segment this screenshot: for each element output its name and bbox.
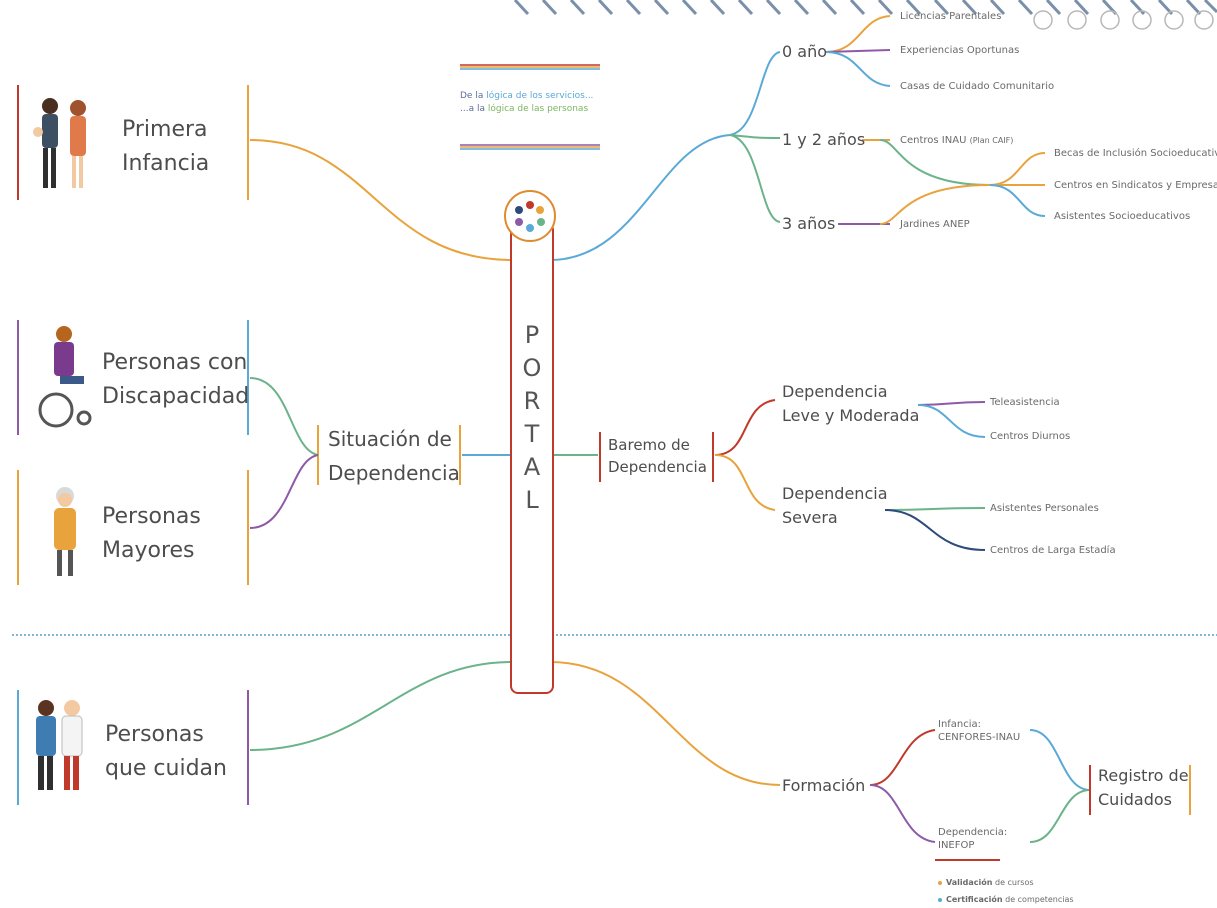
note-text-d: lógica de las personas xyxy=(487,104,589,114)
experiencias-item[interactable]: Experiencias Oportunas xyxy=(900,45,1020,56)
asistentes-personales-item[interactable]: Asistentes Personales xyxy=(990,503,1099,514)
label-line: Cuidados xyxy=(1098,790,1172,809)
label-line: Dependencia xyxy=(782,484,888,503)
item-note: (Plan CAIF) xyxy=(969,136,1014,145)
label-line: Personas xyxy=(105,722,204,747)
label-line: Primera xyxy=(122,117,208,142)
dependencia-formacion[interactable]: Dependencia: INEFOP xyxy=(938,826,1007,852)
discapacidad-label[interactable]: Personas con Discapacidad xyxy=(102,346,249,414)
logic-note: De la lógica de los servicios... ...a la… xyxy=(460,90,593,116)
sindicatos-item[interactable]: Centros en Sindicatos y Empresas xyxy=(1054,180,1217,191)
cuidan-label[interactable]: Personas que cuidan xyxy=(105,718,227,786)
label-line: Personas con xyxy=(102,350,248,375)
label-line: Registro de xyxy=(1098,766,1189,785)
label-line: Dependencia xyxy=(782,382,888,401)
item-rest: de cursos xyxy=(994,878,1034,887)
note-text-a: De la xyxy=(460,91,484,101)
portal-letter: R xyxy=(523,387,541,415)
dependencia-leve-label[interactable]: Dependencia Leve y Moderada xyxy=(782,380,919,428)
item-rest: de competencias xyxy=(1005,895,1074,904)
label-line: Personas xyxy=(102,504,201,529)
becas-item[interactable]: Becas de Inclusión Socioeducativa xyxy=(1054,148,1217,159)
portal-letter: L xyxy=(525,486,539,514)
centros-inau-item[interactable]: Centros INAU (Plan CAIF) xyxy=(900,134,1013,147)
portal-logo-icon[interactable] xyxy=(504,190,556,242)
portal-column[interactable]: P O R T A L xyxy=(510,222,554,694)
label-line: CENFORES-INAU xyxy=(938,732,1021,743)
certificacion-item[interactable]: Certificación de competencias xyxy=(946,894,1074,905)
age-3-label[interactable]: 3 años xyxy=(782,214,836,233)
item-text: Centros INAU xyxy=(900,135,967,146)
note-separator-bottom xyxy=(460,144,600,150)
caregivers-icon xyxy=(36,700,83,790)
label-line: Infancia: xyxy=(938,719,982,730)
label-line: Severa xyxy=(782,508,838,527)
larga-estadia-item[interactable]: Centros de Larga Estadía xyxy=(990,545,1116,556)
note-text-b: lógica de los servicios... xyxy=(486,91,594,101)
mayores-label[interactable]: Personas Mayores xyxy=(102,500,201,568)
portal-letters: P O R T A L xyxy=(512,319,552,517)
teleasistencia-item[interactable]: Teleasistencia xyxy=(990,397,1060,408)
asistentes-socio-item[interactable]: Asistentes Socioeducativos xyxy=(1054,211,1191,222)
label-line: Dependencia xyxy=(608,458,707,476)
registro-cuidados-label[interactable]: Registro de Cuidados xyxy=(1098,764,1189,812)
age-0-label[interactable]: 0 año xyxy=(782,42,827,61)
infancia-formacion[interactable]: Infancia: CENFORES-INAU xyxy=(938,718,1020,744)
label-line: INEFOP xyxy=(938,840,975,851)
portal-letter: T xyxy=(524,420,540,448)
item-bold: Validación xyxy=(946,878,993,887)
label-line: Discapacidad xyxy=(102,384,250,409)
age-12-label[interactable]: 1 y 2 años xyxy=(782,130,866,149)
portal-letter: O xyxy=(522,354,542,382)
note-separator-top xyxy=(460,64,600,70)
label-line: Leve y Moderada xyxy=(782,406,920,425)
licencias-item[interactable]: Licencias Parentales xyxy=(900,11,1002,22)
label-line: que cuidan xyxy=(105,756,227,781)
family-icon xyxy=(33,98,86,188)
formacion-label[interactable]: Formación xyxy=(782,776,866,795)
label-line: Situación de xyxy=(328,427,452,451)
casas-item[interactable]: Casas de Cuidado Comunitario xyxy=(900,81,1055,92)
item-bold: Certificación xyxy=(946,895,1003,904)
validacion-item[interactable]: Validación de cursos xyxy=(946,877,1034,888)
primera-infancia-label[interactable]: Primera Infancia xyxy=(122,113,209,181)
dependencia-severa-label[interactable]: Dependencia Severa xyxy=(782,482,888,530)
label-line: Infancia xyxy=(122,151,210,176)
situacion-dependencia-label[interactable]: Situación de Dependencia xyxy=(328,422,460,490)
label-line: Dependencia xyxy=(328,461,460,485)
label-line: Mayores xyxy=(102,538,195,563)
portal-letter: P xyxy=(524,321,540,349)
baremo-label[interactable]: Baremo de Dependencia xyxy=(608,434,707,478)
portal-letter: A xyxy=(523,453,541,481)
wheelchair-person-icon xyxy=(38,326,92,428)
label-line: Baremo de xyxy=(608,436,690,454)
toolbar-icons xyxy=(1033,10,1214,30)
elderly-person-icon xyxy=(54,487,76,576)
label-line: Dependencia: xyxy=(938,827,1008,838)
jardines-item[interactable]: Jardines ANEP xyxy=(900,219,970,230)
note-text-c: ...a la xyxy=(460,104,485,114)
centros-diurnos-item[interactable]: Centros Diurnos xyxy=(990,431,1071,442)
